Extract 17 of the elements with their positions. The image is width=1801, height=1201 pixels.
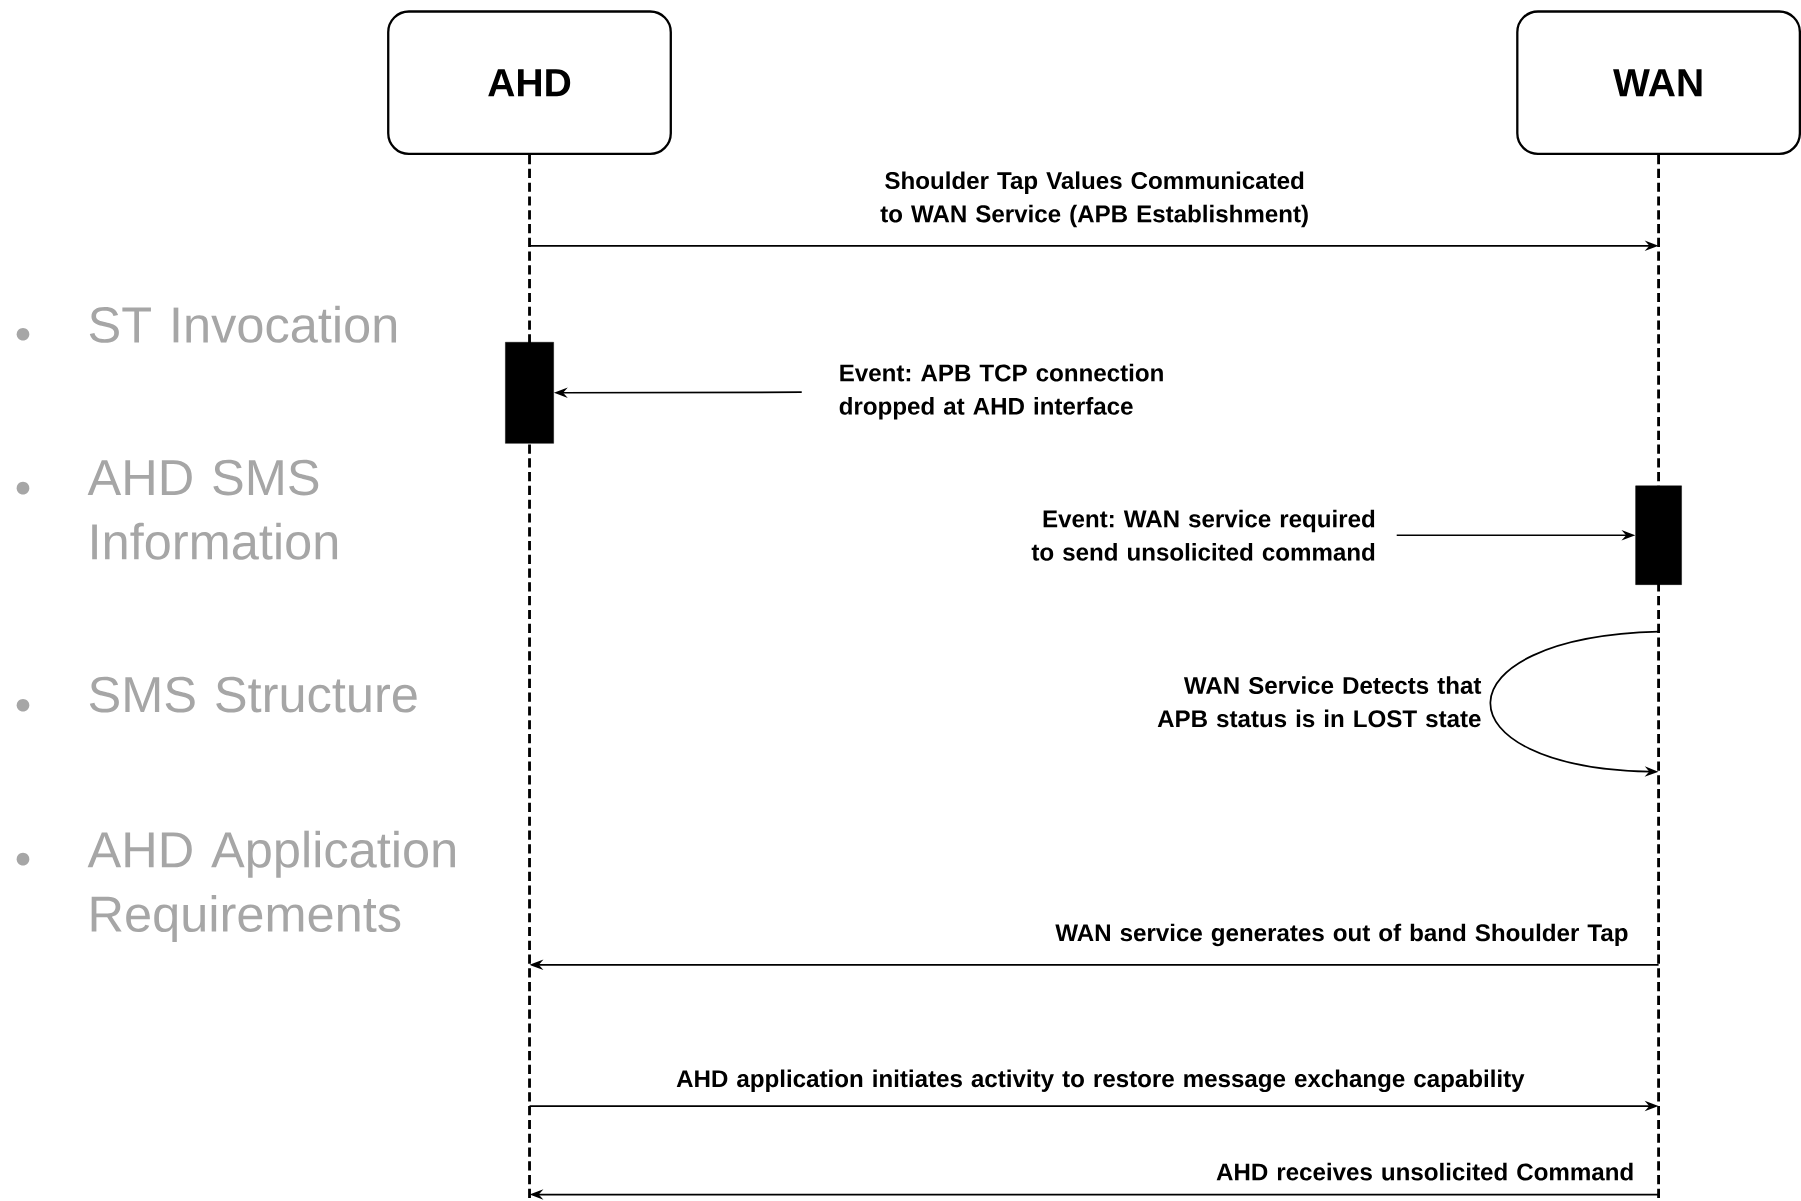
activation-bar [1635,485,1682,585]
edge-label: AHD receives unsolicited Command [1216,1162,1633,1181]
bullet-item: SMS Structure [16,676,417,713]
bullet-item: AHD SMS Information [16,459,338,560]
bullet-item: AHD Application Requirements [16,830,455,942]
edge-label: WAN Service Detects that APB status is in LOST state [1157,676,1482,728]
bullet-item: ST Invocation [16,305,396,343]
participant-box: WAN [1516,10,1801,155]
lifeline [1657,154,1661,1201]
edge-label: Shoulder Tap Values Communicated to WAN Service (APB Establishment) [880,171,1308,227]
event-note: Event: WAN service required to send unsolicited command [1031,509,1375,561]
participant-box: AHD [387,10,672,155]
edge-label: WAN service generates out of band Shoulder Tap [1055,923,1628,946]
lifeline [528,154,531,1201]
event-note: Event: APB TCP connection dropped at AHD interface [839,363,1163,420]
edge-label: AHD application initiates activity to restore message exchange capability [676,1069,1525,1092]
activation-bar [505,341,554,444]
